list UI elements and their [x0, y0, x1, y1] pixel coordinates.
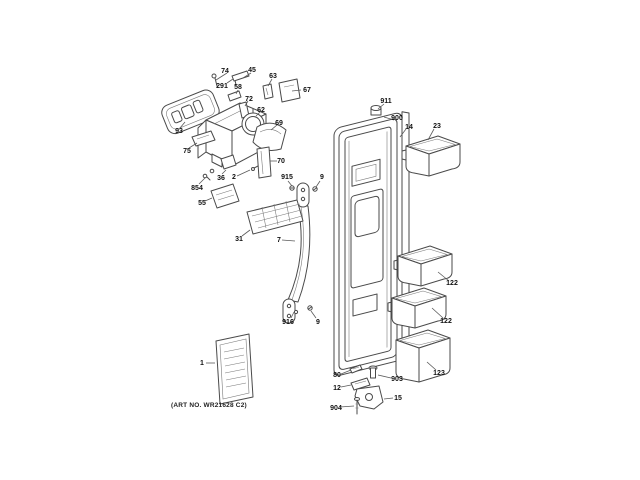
bracket-36	[220, 154, 237, 170]
handle-shaft	[287, 205, 311, 303]
part-label-62: 62	[257, 107, 265, 114]
part-label-45: 45	[248, 67, 256, 74]
bracket-75	[191, 130, 216, 147]
door-bin-123	[395, 329, 451, 383]
door-display-recess	[351, 158, 381, 187]
part-label-122-lower: 122	[440, 318, 452, 325]
part-label-9-bottom: 9	[316, 319, 320, 326]
part-label-911: 911	[380, 98, 391, 105]
part-label-55: 55	[198, 200, 206, 207]
part-label-67: 67	[303, 87, 311, 94]
hinge-bracket-15	[354, 385, 384, 410]
screw-904	[354, 397, 360, 415]
door-lower-recess	[352, 293, 378, 317]
part-label-915: 915	[281, 174, 293, 181]
part-label-9-top: 9	[320, 174, 324, 181]
screw-9-bottom	[307, 305, 313, 311]
control-housing-93	[161, 89, 220, 135]
handle-shaft-line	[291, 206, 304, 301]
door-plug-911	[370, 105, 382, 116]
door-handle-7	[282, 182, 311, 324]
pin-903	[368, 365, 378, 379]
door-inner-panel	[344, 126, 392, 362]
art-number: (ART NO. WR21628 C2)	[171, 402, 247, 409]
door-dispenser-recess	[350, 188, 384, 289]
part-label-903: 903	[391, 376, 403, 383]
part-label-854: 854	[191, 185, 203, 192]
part-label-123: 123	[433, 370, 445, 377]
part-label-75: 75	[183, 148, 191, 155]
part-label-15: 15	[394, 395, 402, 402]
bracket-45	[231, 70, 250, 82]
part-label-1: 1	[200, 360, 204, 367]
panel-70	[256, 146, 272, 179]
part-label-14: 14	[405, 124, 413, 131]
part-label-12: 12	[333, 385, 341, 392]
door-bin-23	[401, 135, 461, 177]
cover-69	[252, 122, 287, 151]
part-label-31: 31	[235, 236, 243, 243]
part-label-74: 74	[221, 68, 229, 75]
part-callouts: 74 291 45 63 67 58 72 62 69 93 75 70 854…	[175, 67, 458, 412]
part-label-916: 916	[282, 319, 294, 326]
part-label-93: 93	[175, 128, 183, 135]
bracket-assembly-main	[197, 102, 267, 168]
part-label-122-upper: 122	[446, 280, 458, 287]
screw-9-top	[312, 186, 318, 192]
door-gasket-outline	[333, 112, 403, 376]
part-label-23: 23	[433, 123, 441, 130]
part-label-904: 904	[330, 405, 342, 412]
bracket-67	[278, 78, 301, 103]
screw-2	[251, 165, 259, 171]
tray-31	[246, 199, 304, 235]
door-bin-122-upper	[393, 245, 453, 287]
part-label-36: 36	[217, 175, 225, 182]
plate-55	[210, 183, 240, 209]
screw-74	[211, 73, 218, 87]
part-label-63: 63	[269, 73, 277, 80]
screw-916	[293, 309, 299, 315]
clip-58	[227, 90, 242, 102]
handle-top-mount	[296, 182, 310, 208]
door-bin-122-lower	[387, 287, 447, 329]
part-label-58: 58	[234, 84, 242, 91]
name-plate-1	[215, 333, 254, 405]
door-dispenser-cavity	[354, 195, 380, 238]
part-label-291: 291	[216, 83, 228, 90]
bracket-63	[262, 83, 274, 100]
part-label-70: 70	[277, 158, 285, 165]
part-label-72: 72	[245, 96, 253, 103]
door-gasket-inner	[338, 118, 398, 370]
part-label-69: 69	[275, 120, 283, 127]
screw-915	[289, 185, 295, 191]
screws-854	[202, 168, 215, 181]
part-label-900: 900	[391, 115, 403, 122]
door-display-inner	[355, 163, 377, 182]
part-label-2: 2	[232, 174, 236, 181]
bracket-12	[350, 377, 371, 391]
leader-lines	[179, 72, 450, 408]
part-label-80: 80	[333, 372, 341, 379]
part-label-7: 7	[277, 237, 281, 244]
screw-80	[349, 364, 363, 374]
